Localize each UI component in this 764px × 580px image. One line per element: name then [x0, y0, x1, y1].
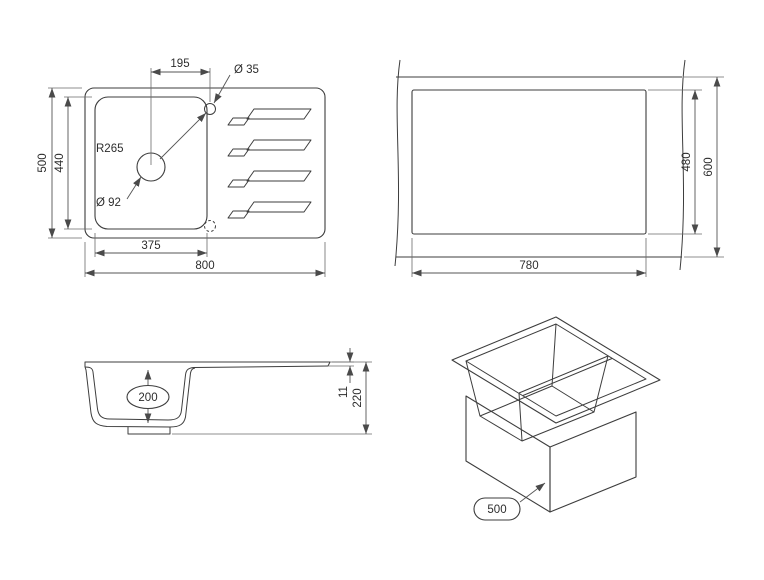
sink-outline	[84, 87, 326, 239]
balloon-200-label: 200	[138, 392, 157, 404]
groove	[227, 139, 312, 157]
dim-440-label: 440	[54, 153, 66, 172]
iso-panel-right	[549, 411, 637, 513]
groove	[227, 108, 312, 126]
bowl-inner-profile	[84, 365, 329, 421]
break-line-left	[394, 59, 401, 267]
bowl-outer-profile	[84, 366, 196, 428]
label-r265: R265	[96, 112, 207, 160]
cutout-view: 480 600 780	[394, 59, 724, 277]
dim-11-label: 11	[338, 386, 350, 398]
dia92-label: Ø 92	[96, 197, 121, 209]
drain-stub	[127, 427, 171, 435]
dim-440: 440	[54, 96, 92, 230]
dim-780: 780	[411, 238, 647, 277]
tap-hole-alt	[204, 220, 216, 232]
iso-rim-outer	[451, 316, 661, 424]
cutout-outline	[411, 89, 647, 235]
dim-780-label: 780	[519, 260, 538, 272]
groove	[227, 170, 312, 188]
iso-bowl-body	[465, 323, 609, 442]
iso-divider	[518, 355, 609, 394]
break-line-right	[679, 59, 686, 271]
dim-480-label: 480	[681, 152, 693, 171]
label-dia35: Ø 35	[213, 64, 259, 104]
balloon-500: 500	[473, 482, 546, 521]
label-dia92: Ø 92	[96, 176, 142, 209]
side-view: 200 11 220	[84, 348, 372, 435]
dim-11: 11	[328, 348, 354, 398]
dim-375-label: 375	[141, 240, 160, 252]
drainboard-grooves	[227, 108, 312, 219]
iso-panel-left	[465, 395, 551, 513]
dim-480: 480	[648, 89, 702, 235]
dia35-label: Ø 35	[234, 64, 259, 76]
balloon-200: 200	[126, 370, 170, 423]
dim-600-label: 600	[703, 157, 715, 176]
balloon-500-label: 500	[487, 504, 506, 516]
iso-divider2	[522, 358, 613, 396]
dim-220: 220	[172, 361, 372, 435]
plan-view: 195 Ø 35 500 440 R265 Ø 92	[37, 58, 326, 277]
dim-195: 195	[150, 58, 211, 165]
dim-195-label: 195	[170, 58, 189, 70]
dim-375: 375	[94, 233, 208, 257]
dim-220-label: 220	[352, 388, 364, 407]
r265-label: R265	[96, 143, 124, 155]
iso-view: 500	[451, 316, 661, 521]
dim-600: 600	[684, 76, 724, 258]
dim-800: 800	[84, 242, 326, 277]
dim-500: 500	[37, 87, 82, 239]
groove	[227, 201, 312, 219]
iso-rim-inner	[465, 323, 647, 417]
dim-500-label: 500	[37, 153, 49, 172]
dim-800-label: 800	[195, 260, 214, 272]
tap-hole	[204, 103, 216, 115]
